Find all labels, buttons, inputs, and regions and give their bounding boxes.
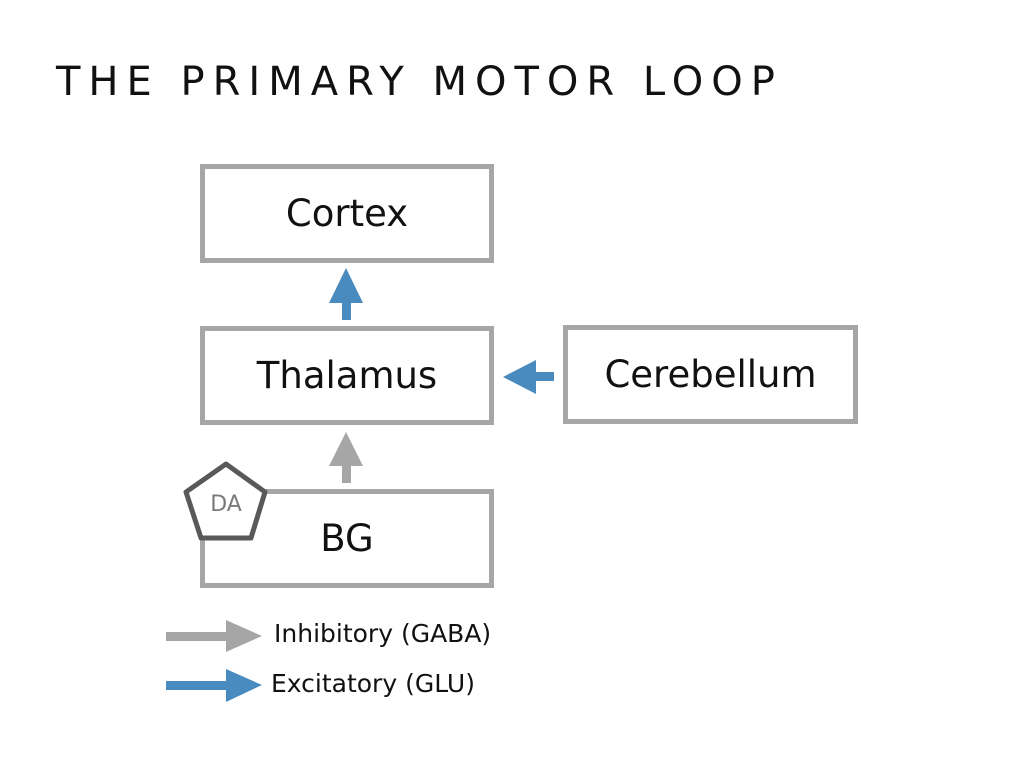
da-label: DA [210,492,242,517]
thalamus-label: Thalamus [256,354,438,397]
legend-inhibitory-label: Inhibitory (GABA) [274,619,492,648]
arrow-head [329,268,363,303]
legend-excitatory-arrow-icon [166,669,262,702]
arrow-shaft [528,372,554,381]
arrow-shaft [342,296,351,320]
da-pentagon-icon [183,461,268,541]
edge-bg-to-thalamus [329,432,363,483]
arrow-shaft [342,458,351,483]
cortex-label: Cortex [285,192,409,235]
arrow-head [503,360,536,394]
bg-label: BG [320,517,374,560]
arrow-head [329,432,363,466]
page-title: THE PRIMARY MOTOR LOOP [56,59,783,105]
thalamus-node: Thalamus [200,326,494,425]
edge-thalamus-to-cortex [329,268,363,320]
legend-excitatory-label: Excitatory (GLU) [271,669,475,698]
legend-inhibitory-arrow-icon [166,620,262,652]
edge-cerebellum-to-thalamus [503,360,554,394]
cerebellum-node: Cerebellum [563,325,858,424]
cerebellum-label: Cerebellum [604,353,817,396]
cortex-node: Cortex [200,164,494,263]
